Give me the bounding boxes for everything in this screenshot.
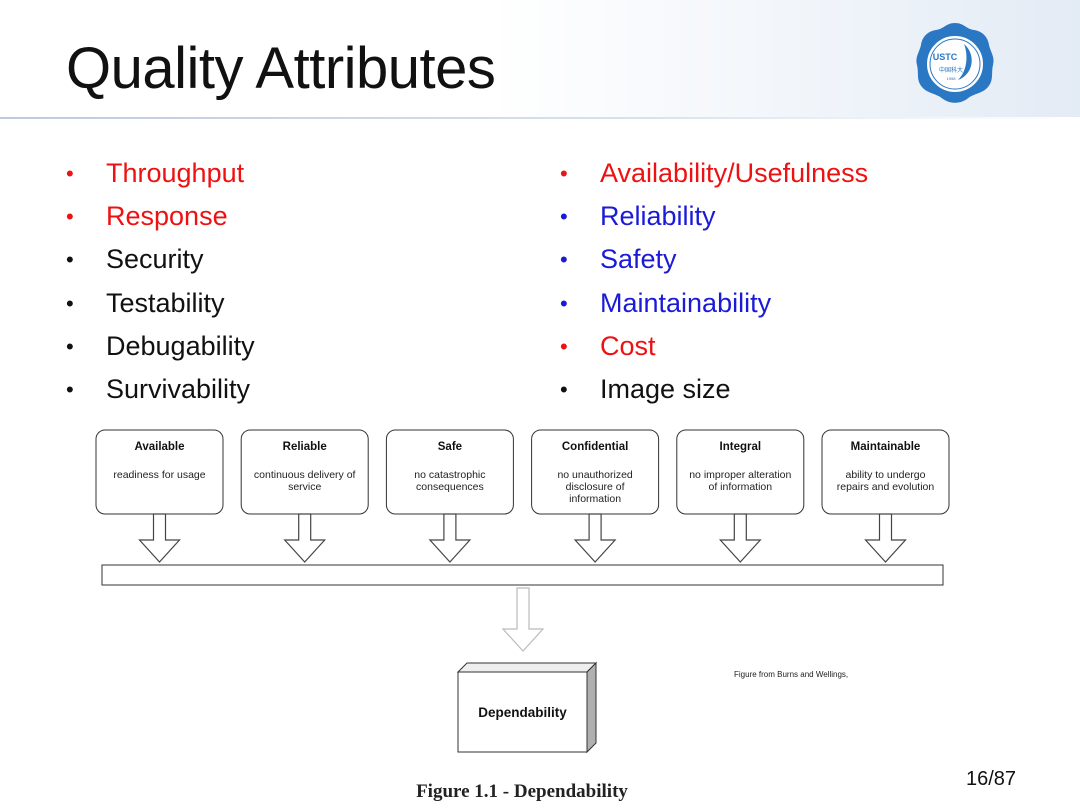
left-attribute-list: • Throughput • Response • Security • Testabi…: [66, 152, 255, 411]
attribute-box-desc: disclosure of: [566, 481, 625, 493]
attribute-box-title: Confidential: [562, 441, 628, 453]
list-item-label: Availability/Usefulness: [600, 158, 869, 188]
attribute-box-desc: service: [288, 481, 321, 493]
list-item-label: Cost: [600, 330, 656, 361]
down-arrow-icon: [864, 513, 907, 563]
list-item: • Maintainability: [560, 282, 868, 325]
figure-credit: Figure from Burns and Wellings,: [734, 670, 849, 679]
attribute-box-desc: readiness for usage: [113, 469, 205, 481]
list-item-label: Image size: [600, 373, 731, 404]
bullet: •: [560, 376, 568, 402]
down-arrow-icon: [573, 513, 617, 563]
ustc-logo-icon: USTC 中国科大 1958: [916, 23, 994, 103]
logo-year: 1958: [947, 76, 957, 81]
list-item-label: Debugability: [106, 330, 255, 361]
list-item-label: Reliability: [600, 201, 716, 232]
bullet: •: [560, 247, 568, 273]
attribute-box-desc: information: [569, 493, 621, 505]
list-item-label: Safety: [600, 244, 677, 275]
bullet: •: [66, 333, 74, 359]
bullet: •: [66, 161, 74, 186]
list-item: • Availability/Usefulness: [560, 152, 868, 195]
bullet: •: [560, 161, 568, 186]
header-band: [0, 0, 1080, 118]
attribute-box-title: Safe: [438, 441, 462, 453]
down-arrow-icon: [428, 513, 472, 563]
list-item: • Security: [66, 238, 255, 281]
header-divider: [0, 117, 1080, 119]
bullet: •: [560, 290, 568, 316]
attribute-box-title: Reliable: [283, 441, 327, 453]
attribute-box-desc: repairs and evolution: [837, 481, 935, 493]
bullet: •: [560, 333, 568, 359]
list-item-label: Throughput: [106, 158, 245, 188]
attribute-box-desc: of information: [708, 481, 772, 493]
right-attribute-list: • Availability/Usefulness • Reliability • S…: [560, 152, 868, 411]
logo-swoosh: [958, 44, 972, 80]
page-number: 16/87: [966, 768, 1017, 790]
list-item: • Image size: [560, 368, 868, 411]
logo-inner-circle: [929, 38, 981, 90]
result-box: [457, 671, 588, 753]
bullet: •: [66, 204, 74, 230]
figure-caption: Figure 1.1 - Dependability: [416, 781, 628, 802]
result-box-side: [586, 661, 597, 754]
result-box-label: Dependability: [478, 705, 567, 720]
bullet: •: [66, 247, 74, 273]
list-item: • Throughput: [66, 152, 255, 195]
list-item-label: Testability: [106, 287, 225, 318]
slide-title: Quality Attributes: [66, 36, 496, 101]
down-arrow-icon: [718, 513, 762, 563]
collector-bar: [101, 564, 944, 586]
attribute-box-desc: no improper alteration: [689, 469, 791, 481]
dependability-diagram: Available readiness for usage Reliable cont…: [95, 429, 950, 754]
attribute-box-title: Available: [134, 441, 184, 453]
attribute-box-desc: no unauthorized: [557, 469, 632, 481]
list-item-label: Survivability: [106, 373, 251, 404]
list-item-label: Response: [106, 201, 228, 232]
attribute-box-title: Integral: [720, 441, 762, 453]
list-item: • Cost: [560, 325, 868, 368]
list-item: • Reliability: [560, 195, 868, 238]
list-item: • Safety: [560, 238, 868, 281]
attribute-box-title: Maintainable: [851, 441, 921, 453]
bullet: •: [66, 376, 74, 402]
attribute-box-desc: ability to undergo: [846, 469, 926, 481]
list-item-label: Maintainability: [600, 287, 772, 318]
attribute-box-desc: no catastrophic: [414, 469, 485, 481]
attribute-box-desc: consequences: [416, 481, 484, 493]
down-arrow-icon: [501, 587, 545, 652]
result-box-top: [456, 662, 598, 673]
bullet: •: [560, 204, 568, 230]
down-arrow-icon: [138, 513, 181, 563]
list-item: • Response: [66, 195, 255, 238]
down-arrow-icon: [283, 513, 327, 563]
list-item-label: Security: [106, 244, 204, 275]
list-item: • Debugability: [66, 325, 255, 368]
list-item: • Testability: [66, 282, 255, 325]
bullet: •: [66, 290, 74, 316]
list-item: • Survivability: [66, 368, 255, 411]
logo-subtext: 中国科大: [939, 66, 963, 74]
logo-text: USTC: [933, 52, 958, 62]
attribute-box-desc: continuous delivery of: [254, 469, 356, 481]
